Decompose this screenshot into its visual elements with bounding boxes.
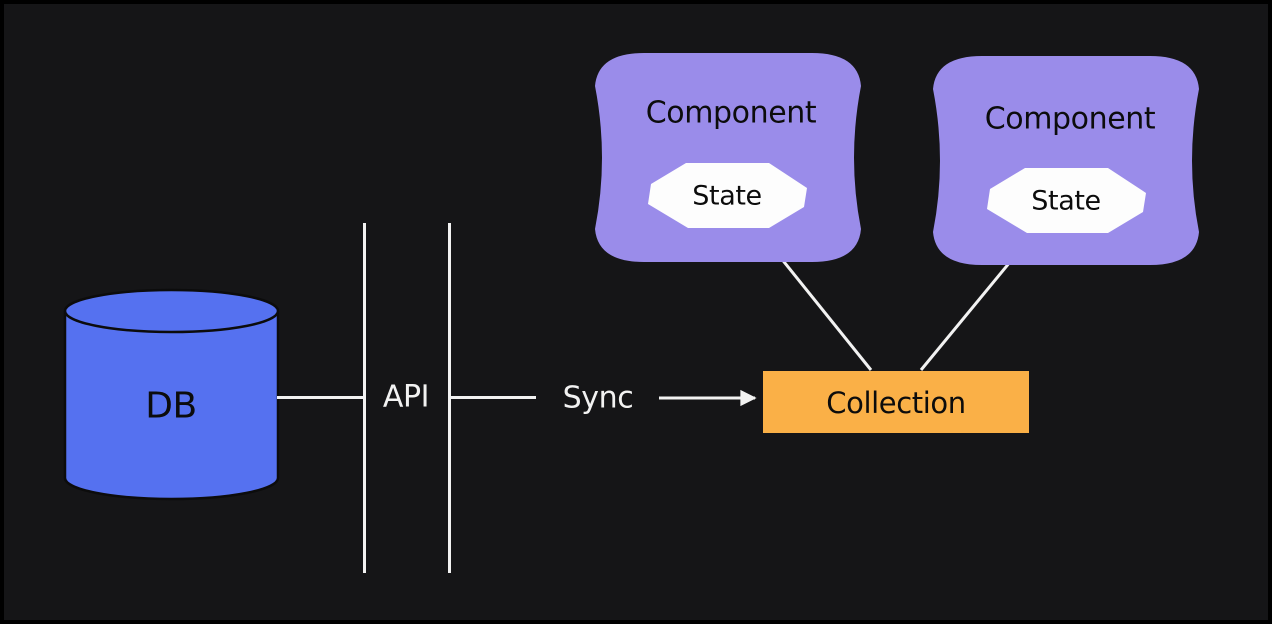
state-1-label: State <box>692 181 761 212</box>
db-cylinder <box>63 311 280 501</box>
collection-node: Collection <box>763 371 1029 433</box>
component-1-node: Component State <box>595 53 861 262</box>
db-node: DB <box>63 288 280 501</box>
sync-label: Sync <box>563 381 634 416</box>
db-cylinder-top <box>63 288 280 334</box>
component-2-label: Component <box>985 102 1156 137</box>
db-label: DB <box>145 386 197 427</box>
api-boundary: API <box>277 223 536 573</box>
collection-label: Collection <box>826 386 965 420</box>
api-label: API <box>383 380 429 415</box>
sync-flow: Sync <box>563 381 757 416</box>
collection-box <box>763 371 1029 433</box>
component-1-label: Component <box>646 96 817 131</box>
component-1-blob <box>595 53 861 262</box>
component-2-blob <box>933 56 1199 265</box>
diagram-svg: DB API Sync Collection <box>63 53 1199 573</box>
state-1-octagon <box>648 163 807 228</box>
state-2-octagon <box>987 168 1146 233</box>
state-2-label: State <box>1031 186 1100 217</box>
component-2-node: Component State <box>933 56 1199 265</box>
